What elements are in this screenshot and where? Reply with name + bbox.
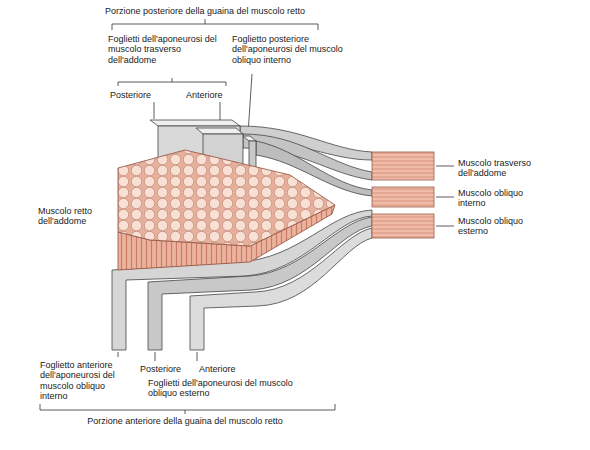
leaf-label: Posteriore bbox=[110, 90, 170, 100]
layer-label: Foglietto anteriore dell'aponeurosi del … bbox=[40, 360, 128, 401]
sheath-heading: Porzione posteriore della guaina del mus… bbox=[90, 6, 320, 16]
layer-label: Foglietto posteriore dell'aponeurosi del… bbox=[232, 34, 362, 65]
layer-label: Foglietti dell'aponeurosi del muscolo tr… bbox=[108, 34, 226, 65]
leaf-label: Anteriore bbox=[199, 364, 254, 374]
muscle-label: Muscolo obliquo interno bbox=[458, 188, 548, 209]
muscle-label: Muscolo retto dell'addome bbox=[38, 206, 113, 227]
rectus-muscle bbox=[118, 150, 335, 270]
leaf-label: Anteriore bbox=[186, 90, 246, 100]
sheath-heading: Porzione anteriore della guaina del musc… bbox=[60, 416, 310, 426]
muscle-label: Muscolo obliquo esterno bbox=[458, 216, 548, 237]
lateral-muscles bbox=[372, 152, 434, 238]
bracket-lines bbox=[40, 19, 454, 414]
layer-label: Foglietti dell'aponeurosi del muscolo ob… bbox=[148, 378, 323, 399]
leaf-label: Posteriore bbox=[140, 364, 195, 374]
muscle-label: Muscolo trasverso dell'addome bbox=[458, 158, 568, 179]
